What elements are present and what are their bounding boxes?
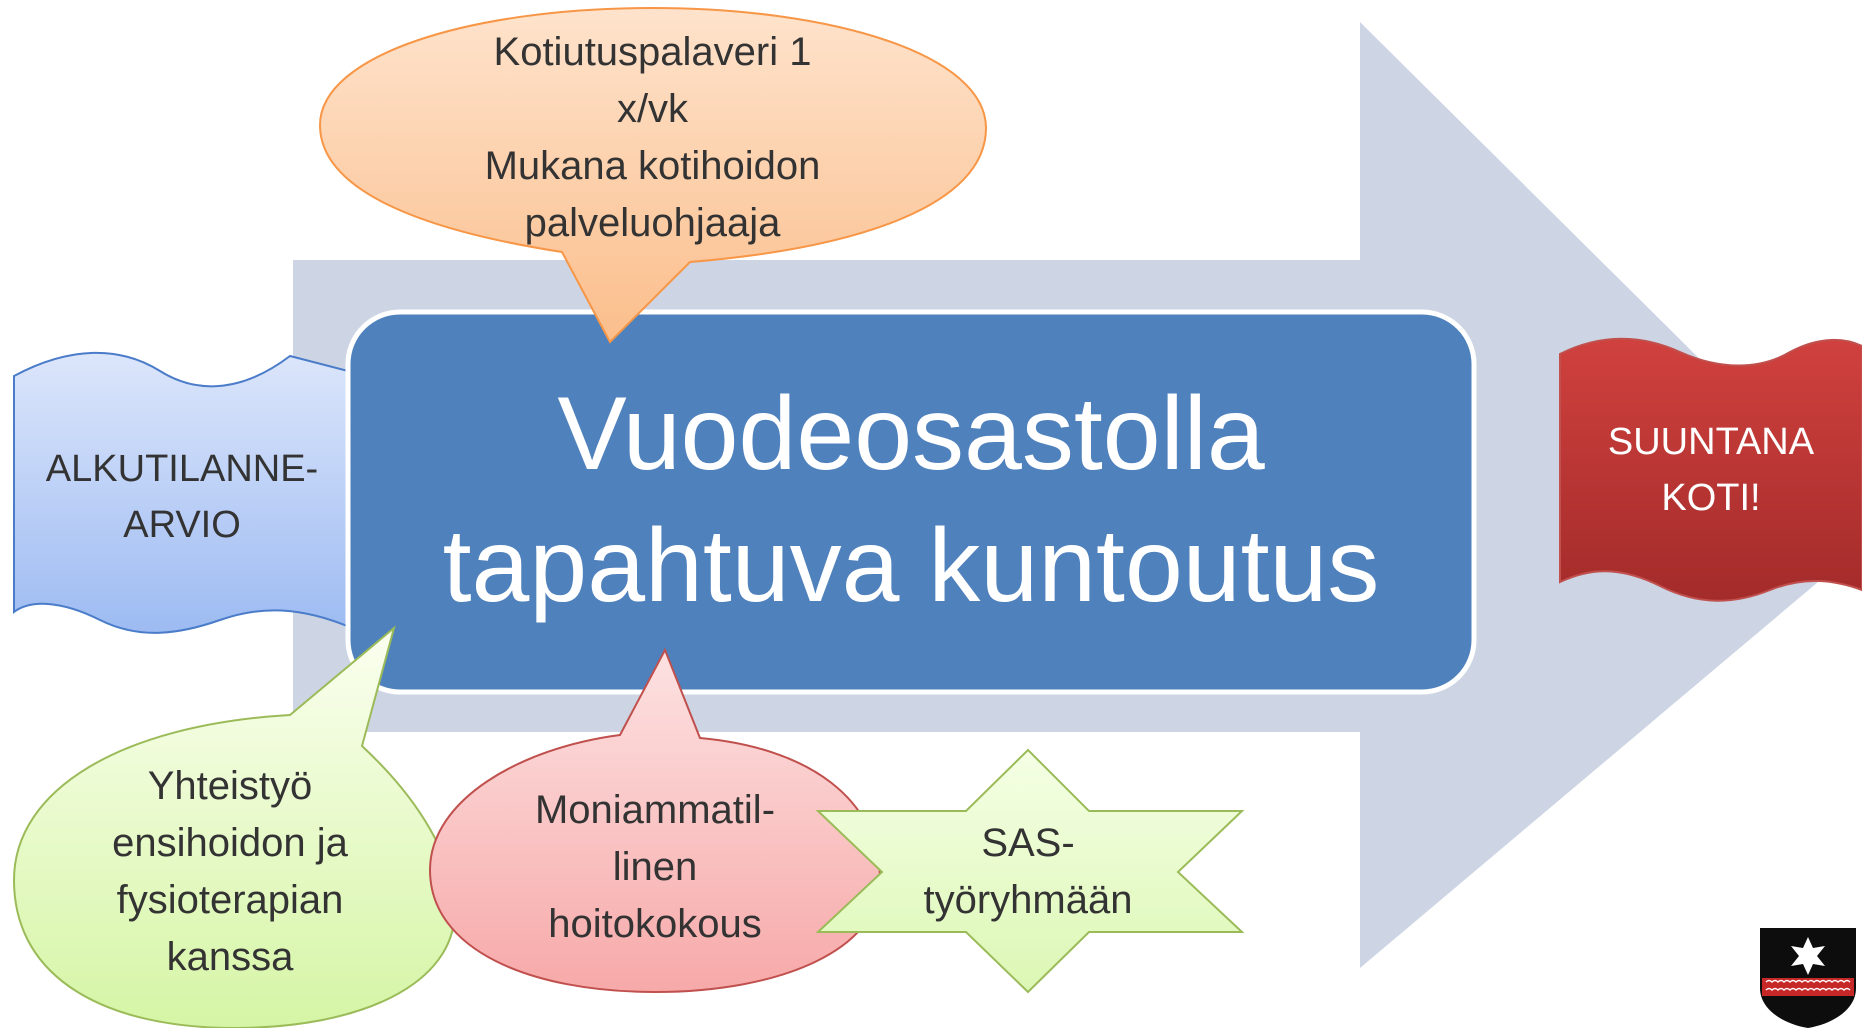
bottom-middle-callout-line: Moniammatil- [534,787,776,832]
start-banner-text: ALKUTILANNE- ARVIO [22,432,342,562]
start-banner-line: ALKUTILANNE- [45,448,319,490]
top-callout [318,6,988,344]
bottom-left-callout-line: ensihoidon ja [112,821,348,865]
central-box-text: Vuodeosastolla tapahtuva kuntoutus [352,360,1470,640]
top-callout-line: Mukana kotihoidon [484,144,821,188]
bottom-left-callout-line: Yhteistyö [147,764,313,808]
bottom-middle-callout [428,647,882,994]
top-callout-line: x/vk [616,87,689,131]
sas-star-line: työryhmään [923,878,1133,922]
bottom-middle-callout-text: Moniammatil- linen hoitokokous [490,778,820,956]
goal-banner-text: SUUNTANA KOTI! [1568,410,1854,530]
goal-banner [1559,337,1862,602]
sas-star-text: SAS- työryhmään [890,812,1166,932]
bottom-middle-callout-line: linen [612,844,698,889]
bottom-left-callout-text: Yhteistyö ensihoidon ja fysioterapian ka… [60,757,400,987]
coat-of-arms-star-icon [1760,928,1856,1028]
bottom-middle-callout-line: hoitokokous [548,901,762,946]
bottom-left-callout-line: fysioterapian [116,878,344,922]
sas-star [815,748,1245,994]
sas-star-line: SAS- [981,821,1075,865]
start-banner-line: ARVIO [123,504,241,546]
goal-banner-line: SUUNTANA [1607,421,1815,463]
bottom-left-callout-line: kanssa [166,935,294,979]
central-title-line: tapahtuva kuntoutus [442,508,1380,624]
top-callout-text: Kotiutuspalaveri 1 x/vk Mukana kotihoido… [400,22,905,254]
goal-banner-line: KOTI! [1661,477,1761,519]
top-callout-line: Kotiutuspalaveri 1 [493,30,812,74]
top-callout-line: palveluohjaaja [524,201,781,245]
start-banner [13,351,353,634]
central-title-line: Vuodeosastolla [557,376,1265,492]
central-box [345,309,1477,695]
